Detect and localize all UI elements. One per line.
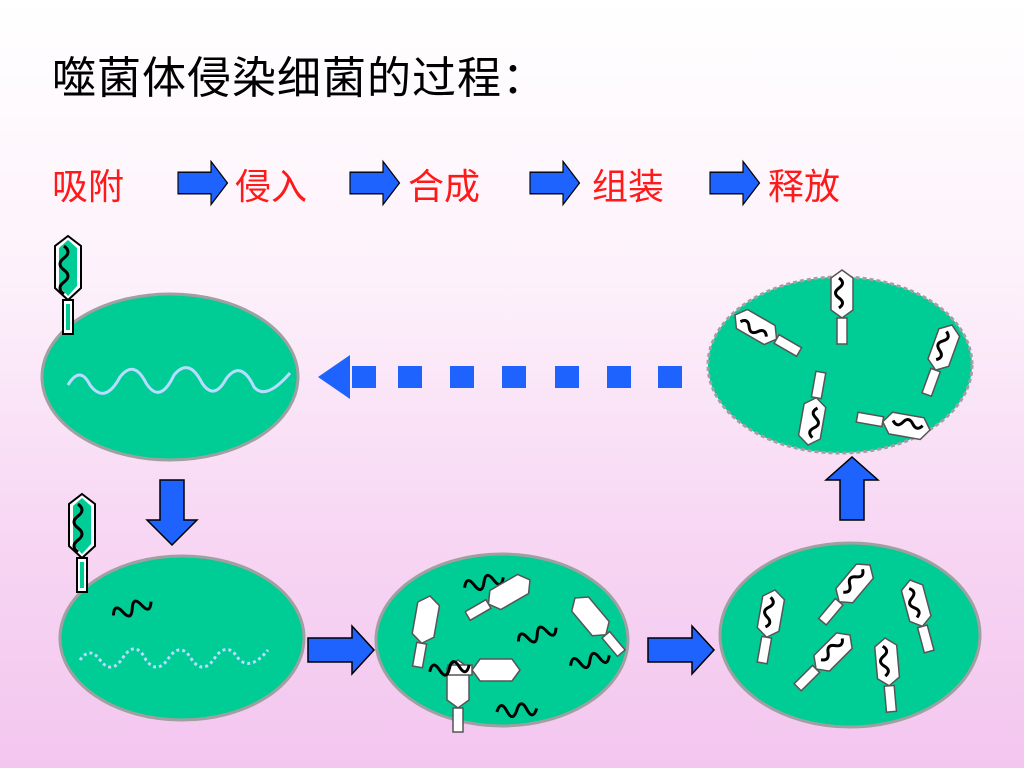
step-label-adsorption: 吸附 (52, 167, 125, 208)
cell-release (706, 268, 974, 455)
step-arrow-3 (529, 160, 581, 206)
right-arrow-1 (307, 625, 375, 675)
step-arrow-1 (177, 160, 229, 206)
return-dashed-arrow (318, 355, 682, 399)
down-arrow (145, 479, 199, 547)
cell-assembly (718, 541, 982, 729)
step-label-release: 释放 (768, 167, 841, 208)
right-arrow-2 (647, 625, 715, 675)
cell-synthesis (374, 552, 631, 733)
step-label-injection: 侵入 (235, 167, 308, 208)
step-arrow-2 (349, 160, 401, 206)
cell-injection (58, 492, 306, 722)
up-arrow (824, 455, 880, 521)
step-label-synthesis: 合成 (408, 167, 481, 208)
step-arrow-4 (709, 160, 761, 206)
step-label-assembly: 组装 (592, 167, 665, 208)
cell-adsorption (40, 234, 300, 462)
page-title: 噬菌体侵染细菌的过程： (52, 53, 547, 104)
